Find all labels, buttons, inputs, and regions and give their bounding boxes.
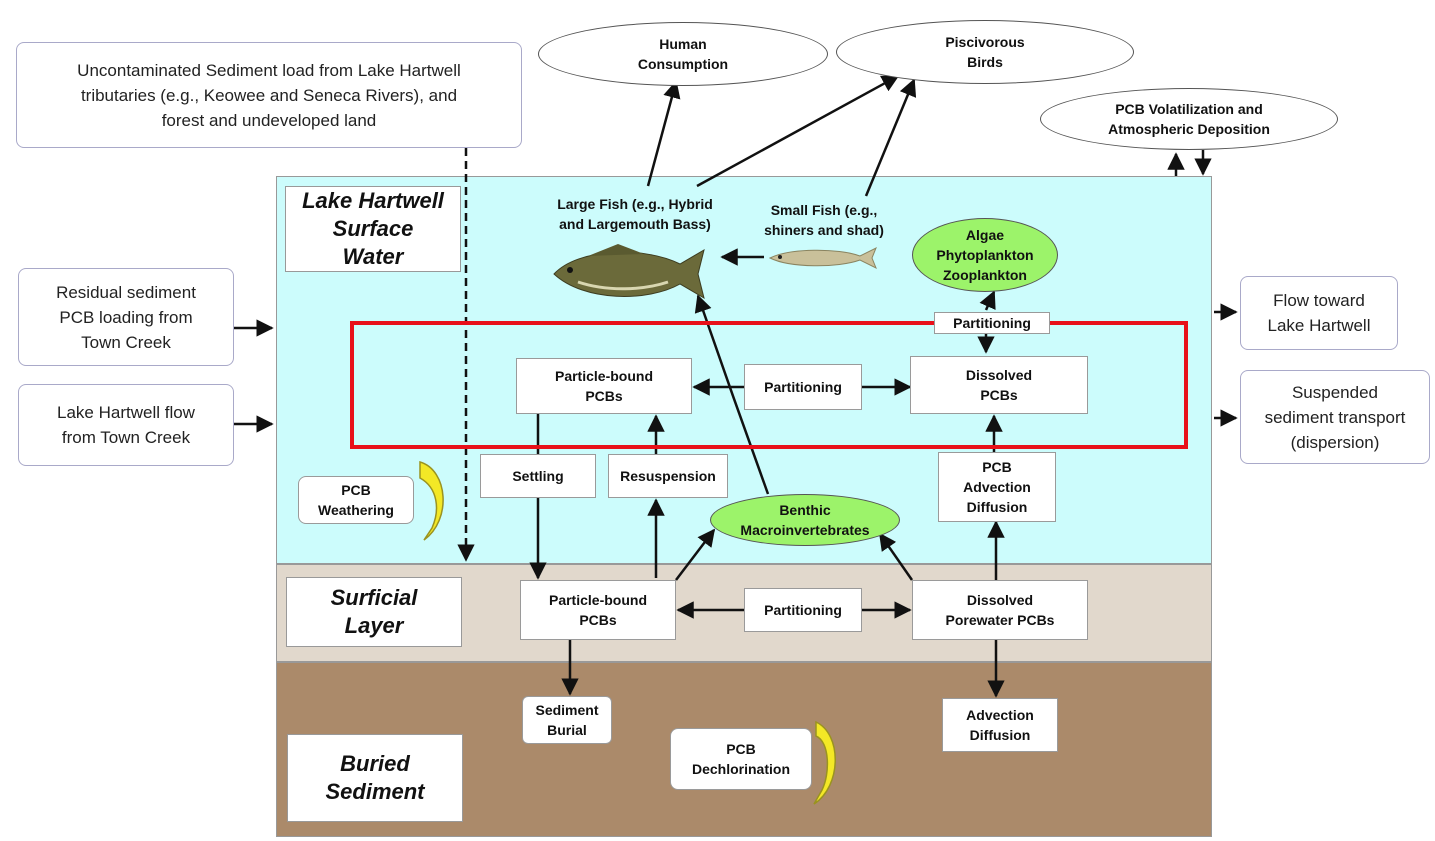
pcb-advection-diffusion-box: PCB Advection Diffusion: [938, 452, 1056, 522]
residual-sediment-box: Residual sediment PCB loading from Town …: [18, 268, 234, 366]
resuspension-box: Resuspension: [608, 454, 728, 498]
highlight-rectangle: [350, 321, 1188, 449]
shad-image: [766, 244, 878, 272]
settling-box: Settling: [480, 454, 596, 498]
particle-bound-water-box: Particle-bound PCBs: [516, 358, 692, 414]
dissolved-pcbs-water-box: Dissolved PCBs: [910, 356, 1088, 414]
pcb-weathering-box: PCB Weathering: [298, 476, 414, 524]
advection-diffusion-box: Advection Diffusion: [942, 698, 1058, 752]
partitioning-top-box: Partitioning: [934, 312, 1050, 334]
particle-bound-surficial-box: Particle-bound PCBs: [520, 580, 676, 640]
dissolved-porewater-box: Dissolved Porewater PCBs: [912, 580, 1088, 640]
flow-toward-lake-box: Flow toward Lake Hartwell: [1240, 276, 1398, 350]
dechlorination-arrow-shape: [813, 720, 836, 805]
largemouth-bass-image: [548, 242, 708, 302]
piscivorous-birds-oval: Piscivorous Birds: [836, 20, 1134, 84]
sediment-burial-box: Sediment Burial: [522, 696, 612, 744]
algae-plankton-oval: Algae Phytoplankton Zooplankton: [912, 218, 1058, 292]
suspended-sediment-box: Suspended sediment transport (dispersion…: [1240, 370, 1430, 464]
human-consumption-oval: Human Consumption: [538, 22, 828, 86]
pcb-dechlorination-box: PCB Dechlorination: [670, 728, 812, 790]
large-fish-label: Large Fish (e.g., Hybrid and Largemouth …: [557, 196, 713, 232]
partitioning-surficial-box: Partitioning: [744, 588, 862, 632]
benthic-macroinvertebrates-oval: Benthic Macroinvertebrates: [710, 494, 900, 546]
weathering-arrow-shape: [419, 461, 444, 541]
volatilization-oval: PCB Volatilization and Atmospheric Depos…: [1040, 88, 1338, 150]
zone-surficial-layer-label: Surficial Layer: [286, 577, 462, 647]
lake-hartwell-flow-box: Lake Hartwell flow from Town Creek: [18, 384, 234, 466]
partitioning-water-box: Partitioning: [744, 364, 862, 410]
small-fish-label: Small Fish (e.g., shiners and shad): [764, 202, 884, 238]
zone-surface-water-label: Lake Hartwell Surface Water: [285, 186, 461, 272]
zone-buried-sediment-label: Buried Sediment: [287, 734, 463, 822]
uncontaminated-sediment-load-box: Uncontaminated Sediment load from Lake H…: [16, 42, 522, 148]
